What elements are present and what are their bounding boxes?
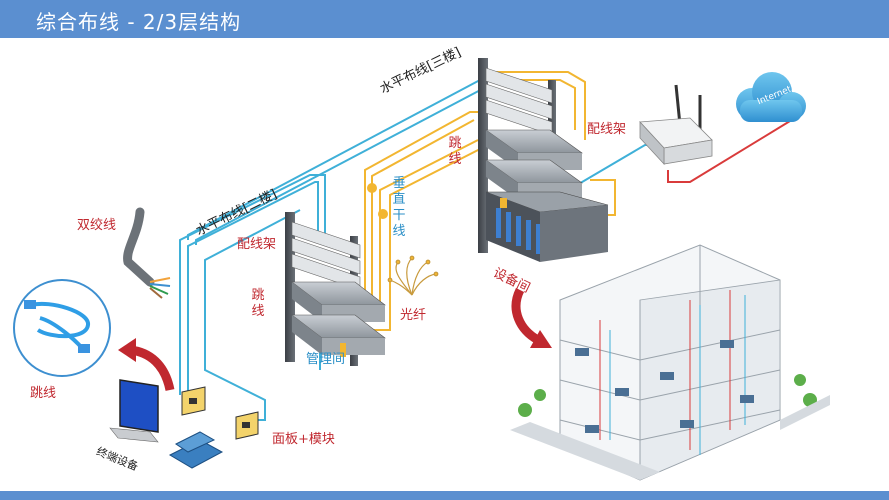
jumper-arrow-left [118, 338, 175, 392]
label-patch-panel-3f: 配线架 [587, 122, 627, 137]
fiber-connector-icons [367, 183, 388, 219]
router-icon [639, 84, 713, 166]
label-faceplate-module: 面板+模块 [272, 432, 335, 447]
label-vertical-trunk: 垂直干线 [392, 176, 406, 239]
computer-icon [109, 379, 159, 443]
fiber-optic-icon [387, 255, 439, 296]
label-jumper-2f: 跳线 [251, 288, 265, 319]
label-fiber: 光纤 [400, 308, 427, 323]
bottom-bar [0, 491, 889, 500]
building-arrow [511, 287, 552, 348]
twisted-pair-cable-icon [123, 207, 171, 299]
label-jumper-left: 跳线 [30, 386, 57, 401]
telephone-icon [168, 431, 224, 469]
cabling-diagram [13, 58, 830, 481]
rack-3f [478, 58, 609, 262]
building-illustration [510, 244, 830, 481]
faceplate-2f-right [235, 411, 259, 440]
patch-cord-icon [13, 279, 111, 377]
title-bar: 综合布线 - 2/3层结构 [0, 0, 889, 38]
label-jumper-3f: 跳线 [448, 136, 462, 167]
label-twisted-pair: 双绞线 [77, 218, 117, 233]
page-title: 综合布线 - 2/3层结构 [36, 10, 242, 34]
rack-2f [285, 212, 386, 366]
label-management-room: 管理间 [306, 352, 346, 367]
label-patch-panel-2f: 配线架 [237, 237, 277, 252]
internet-cloud-icon [736, 72, 806, 122]
faceplate-2f-left [181, 386, 206, 416]
